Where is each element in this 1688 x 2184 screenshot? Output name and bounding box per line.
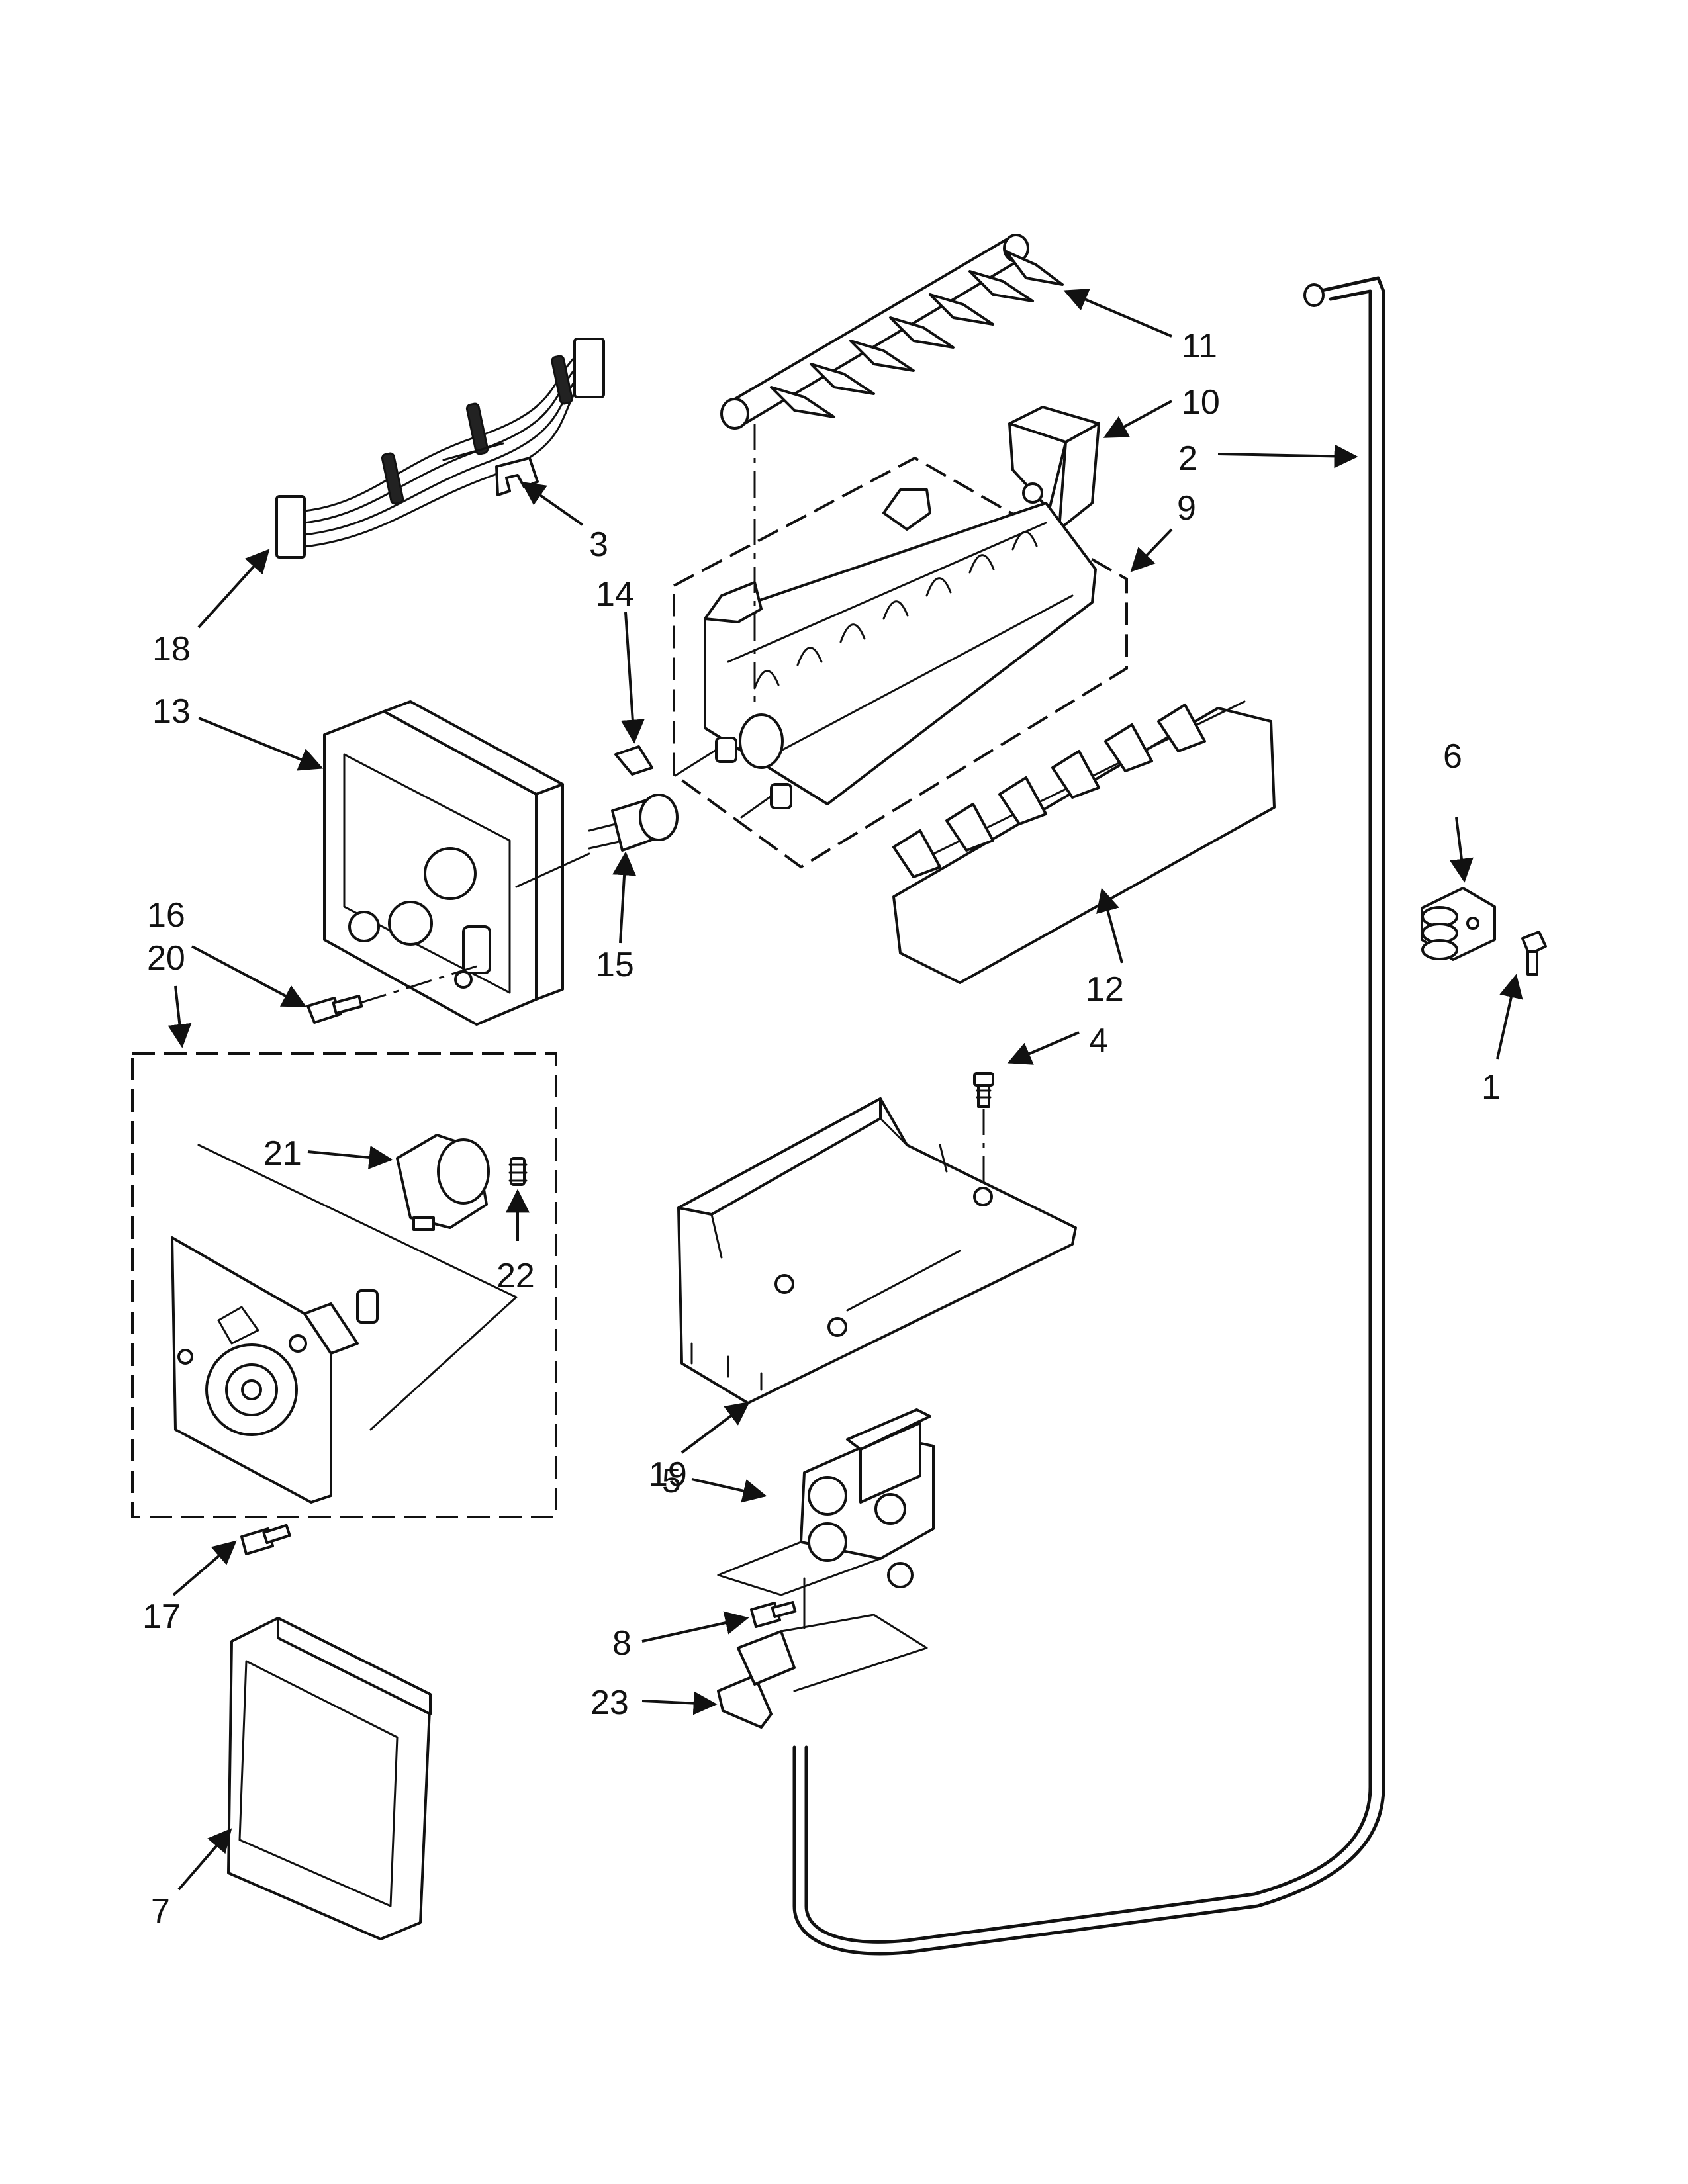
thermostat-part	[515, 794, 679, 888]
wire-harness-part	[275, 338, 605, 559]
tube-clamp-part	[1421, 887, 1496, 961]
callout-5: 5	[662, 1462, 681, 1500]
motor-part	[396, 1134, 490, 1231]
control-module-part	[171, 1144, 518, 1504]
mounting-bracket-part	[677, 1097, 1077, 1404]
callout-8: 8	[612, 1624, 632, 1662]
callout-1: 1	[1481, 1068, 1501, 1107]
insulation-cover-part	[227, 1617, 432, 1940]
valve-screw-part	[750, 1601, 797, 1628]
callout-19: 19	[649, 1455, 687, 1494]
callout-10: 10	[1182, 383, 1220, 422]
callout-11: 11	[1182, 327, 1217, 365]
callout-21: 21	[263, 1134, 302, 1173]
callout-18: 18	[152, 630, 191, 668]
water-tube-part	[792, 276, 1385, 1956]
housing-screw-part	[306, 995, 363, 1024]
mold-clip-part	[614, 745, 653, 776]
callout-15: 15	[596, 946, 634, 984]
callout-23: 23	[590, 1684, 629, 1722]
ice-mold-part	[673, 456, 1128, 869]
callout-14: 14	[596, 575, 634, 614]
valve-bracket-part	[717, 1577, 928, 1729]
callout-6: 6	[1443, 737, 1462, 776]
callout-9: 9	[1177, 489, 1196, 527]
module-group-box	[131, 1052, 557, 1518]
callout-2: 2	[1178, 439, 1197, 478]
bracket-screw-part	[973, 1072, 994, 1108]
callout-16: 16	[147, 896, 185, 934]
callout-13: 13	[152, 692, 191, 731]
ejector-part	[720, 234, 1064, 430]
callout-17: 17	[142, 1598, 181, 1636]
motor-screw-part	[508, 1157, 528, 1186]
callout-20: 20	[147, 939, 185, 978]
callout-22: 22	[496, 1257, 535, 1295]
clamp-screw-part	[1521, 931, 1547, 976]
alignment-line	[360, 965, 477, 1004]
callout-12: 12	[1086, 970, 1124, 1009]
leader-lines	[167, 289, 1523, 1891]
mold-cover-part	[892, 700, 1276, 984]
callout-4: 4	[1089, 1022, 1108, 1060]
control-housing-part	[323, 700, 564, 1026]
callout-labels: 11 10 2 9 3 14 18 13 15 12 4 6 1 16 20 2…	[142, 327, 1501, 1931]
callout-3: 3	[589, 525, 608, 564]
module-screw-part	[240, 1524, 291, 1555]
callout-7: 7	[151, 1892, 170, 1931]
water-valve-part	[717, 1408, 935, 1596]
